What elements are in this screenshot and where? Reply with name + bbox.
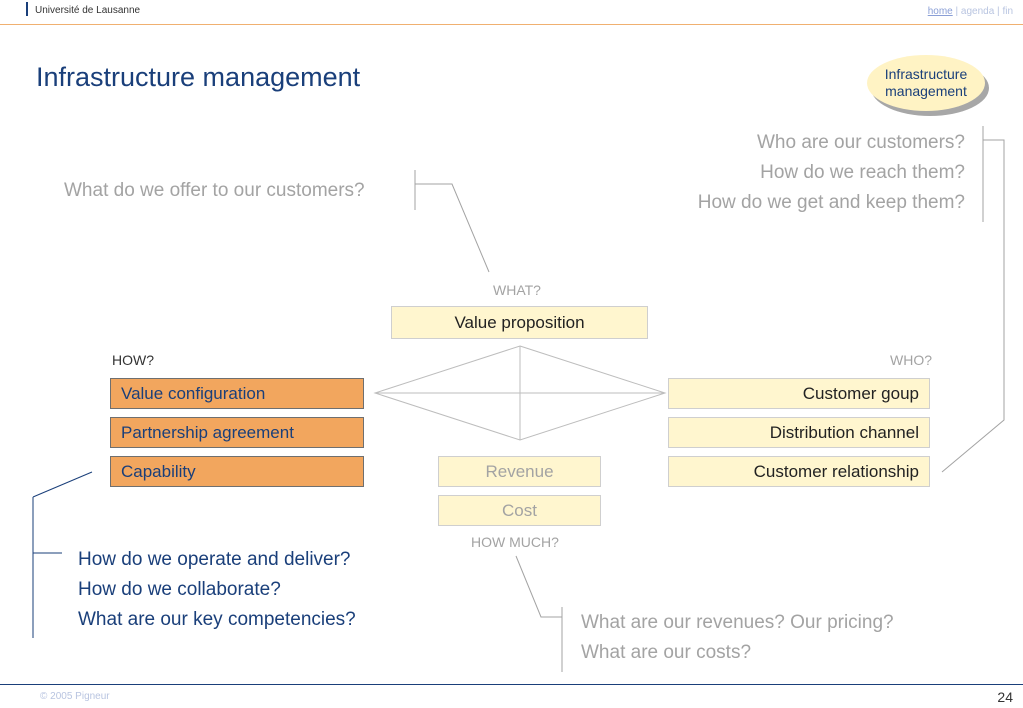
nav-agenda-link[interactable]: agenda <box>960 6 995 17</box>
copyright-text: © 2005 Pigneur <box>40 691 110 702</box>
question-how-1: How do we operate and deliver? <box>78 549 351 570</box>
topic-badge: Infrastructure management <box>867 55 985 111</box>
axis-label-how-much: HOW MUCH? <box>471 534 559 550</box>
question-how-2: How do we collaborate? <box>78 579 281 600</box>
header-accent-bar <box>26 2 28 16</box>
block-revenue: Revenue <box>438 456 601 487</box>
what-connector <box>415 183 490 273</box>
block-value-configuration: Value configuration <box>110 378 364 409</box>
top-navigation: home | agenda | fin <box>928 6 1013 17</box>
nav-separator: | <box>997 6 1000 17</box>
question-who-3: How do we get and keep them? <box>697 192 965 213</box>
axis-label-what: WHAT? <box>493 282 541 298</box>
block-capability: Capability <box>110 456 364 487</box>
question-how-much-2: What are our costs? <box>581 642 752 663</box>
axis-label-how: HOW? <box>112 352 154 368</box>
question-how-much-1: What are our revenues? Our pricing? <box>581 612 894 633</box>
block-value-proposition: Value proposition <box>391 306 648 339</box>
question-who-1: Who are our customers? <box>756 132 965 153</box>
question-how-3: What are our key competencies? <box>78 609 356 630</box>
axis-label-who: WHO? <box>890 352 932 368</box>
questions-how: How do we operate and deliver? How do we… <box>78 545 356 635</box>
block-cost: Cost <box>438 495 601 526</box>
block-customer-group: Customer goup <box>668 378 930 409</box>
nav-separator: | <box>955 6 959 17</box>
badge-line-1: Infrastructure <box>884 66 968 82</box>
header-divider <box>0 24 1023 25</box>
how-connector-top <box>32 471 93 498</box>
questions-how-much: What are our revenues? Our pricing? What… <box>581 608 894 668</box>
footer-divider <box>0 684 1023 685</box>
nav-home-link[interactable]: home <box>927 6 953 17</box>
page-number: 24 <box>997 689 1013 705</box>
question-what: What do we offer to our customers? <box>64 180 365 201</box>
question-who-2: How do we reach them? <box>760 162 965 183</box>
questions-who: Who are our customers? How do we reach t… <box>698 128 965 218</box>
block-distribution-channel: Distribution channel <box>668 417 930 448</box>
university-name: Université de Lausanne <box>35 5 141 16</box>
howmuch-connector <box>515 555 562 618</box>
page-title: Infrastructure management <box>36 62 361 92</box>
block-customer-relationship: Customer relationship <box>668 456 930 487</box>
badge-line-2: management <box>885 83 967 99</box>
who-connector <box>941 139 1005 473</box>
nav-fin-link[interactable]: fin <box>1002 6 1013 17</box>
block-partnership-agreement: Partnership agreement <box>110 417 364 448</box>
